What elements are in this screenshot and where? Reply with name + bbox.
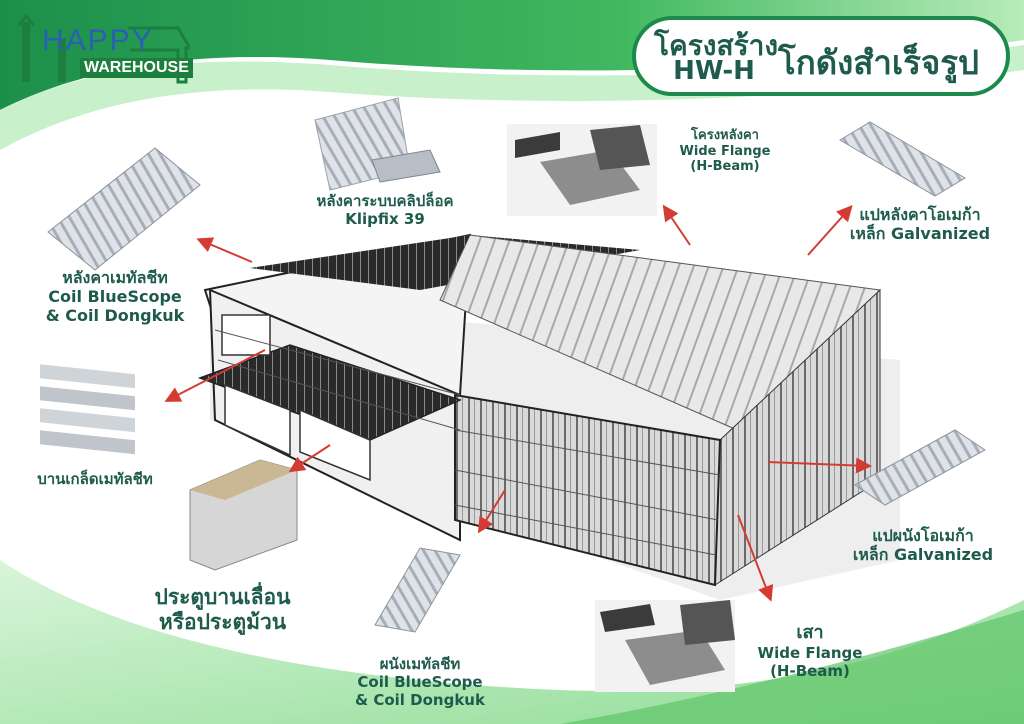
- klipfix-en: Klipfix 39: [345, 210, 425, 228]
- louver-image: [40, 364, 135, 455]
- door-th2: หรือประตูม้วน: [158, 610, 287, 635]
- column-hbeam-image: [595, 600, 735, 692]
- klipfix-image: [314, 97, 441, 191]
- logo-text-happy: HAPPY: [42, 24, 154, 57]
- arrow-wall-purlin: [767, 457, 872, 474]
- arrow-louver: [164, 349, 266, 402]
- roof-frame-th: โครงหลังคา: [691, 128, 759, 143]
- callout-wall-purlin: แปผนังโอเมก้า เหล็ก Galvanized: [838, 526, 1008, 564]
- callout-louver: บานเกล็ดเมทัลชีท: [20, 470, 170, 488]
- callout-roof-frame: โครงหลังคา Wide Flange (H-Beam): [665, 128, 785, 175]
- callout-roof-purlin: แปหลังคาโอเมก้า เหล็ก Galvanized: [830, 205, 1010, 243]
- arrow-door: [288, 444, 331, 473]
- wall-sheet-en2: & Coil Dongkuk: [355, 691, 485, 709]
- roof-purlin-image: [839, 121, 966, 197]
- roof-sheet-th: หลังคาเมทัลชีท: [62, 268, 168, 287]
- wall-sheet-th: ผนังเมทัลชีท: [379, 655, 461, 673]
- callout-klipfix: หลังคาระบบคลิปล็อค Klipfix 39: [300, 192, 470, 228]
- title-left-line1: โครงสร้าง: [654, 29, 779, 62]
- wall-purlin-image: [854, 429, 986, 506]
- arrow-column: [737, 514, 774, 602]
- title-pill: โครงสร้าง HW-H โกดังสำเร็จรูป: [632, 16, 1010, 96]
- door-image: [189, 459, 298, 571]
- callout-roof-sheet: หลังคาเมทัลชีท Coil BlueScope & Coil Don…: [30, 268, 200, 326]
- callout-wall-sheet: ผนังเมทัลชีท Coil BlueScope & Coil Dongk…: [335, 655, 505, 709]
- klipfix-th: หลังคาระบบคลิปล็อค: [316, 192, 454, 210]
- arrow-roof-purlin: [807, 205, 853, 256]
- roof-frame-en1: Wide Flange: [679, 143, 771, 159]
- wall-sheet-image: [374, 547, 461, 633]
- louver-th: บานเกล็ดเมทัลชีท: [37, 470, 153, 488]
- column-en2: (H-Beam): [770, 661, 850, 680]
- callout-column: เสา Wide Flange (H-Beam): [750, 622, 870, 680]
- arrow-roof-frame: [662, 204, 691, 246]
- roof-purlin-en: เหล็ก Galvanized: [849, 224, 991, 244]
- roof-sheet-en2: & Coil Dongkuk: [45, 306, 185, 326]
- roof-sheet-en1: Coil BlueScope: [48, 287, 182, 307]
- door-th1: ประตูบานเลื่อน: [154, 585, 291, 609]
- wall-purlin-th: แปผนังโอเมก้า: [872, 526, 974, 545]
- column-th: เสา: [796, 622, 824, 643]
- roof-hbeam-image: [507, 124, 657, 216]
- logo-text-warehouse: WAREHOUSE: [80, 58, 193, 78]
- title-left-line2: HW-H: [673, 56, 755, 86]
- arrow-roof-sheet: [196, 237, 253, 263]
- column-en1: Wide Flange: [757, 643, 863, 662]
- wall-sheet-en1: Coil BlueScope: [357, 673, 483, 691]
- arrow-wall-sheet: [477, 489, 506, 534]
- callout-door: ประตูบานเลื่อน หรือประตูม้วน: [140, 585, 305, 635]
- wall-purlin-en: เหล็ก Galvanized: [852, 545, 994, 565]
- roof-purlin-th: แปหลังคาโอเมก้า: [859, 205, 981, 224]
- title-right: โกดังสำเร็จรูป: [778, 43, 979, 82]
- roof-sheet-image: [47, 147, 201, 271]
- logo: HAPPY WAREHOUSE: [18, 14, 193, 84]
- roof-frame-en2: (H-Beam): [690, 159, 760, 175]
